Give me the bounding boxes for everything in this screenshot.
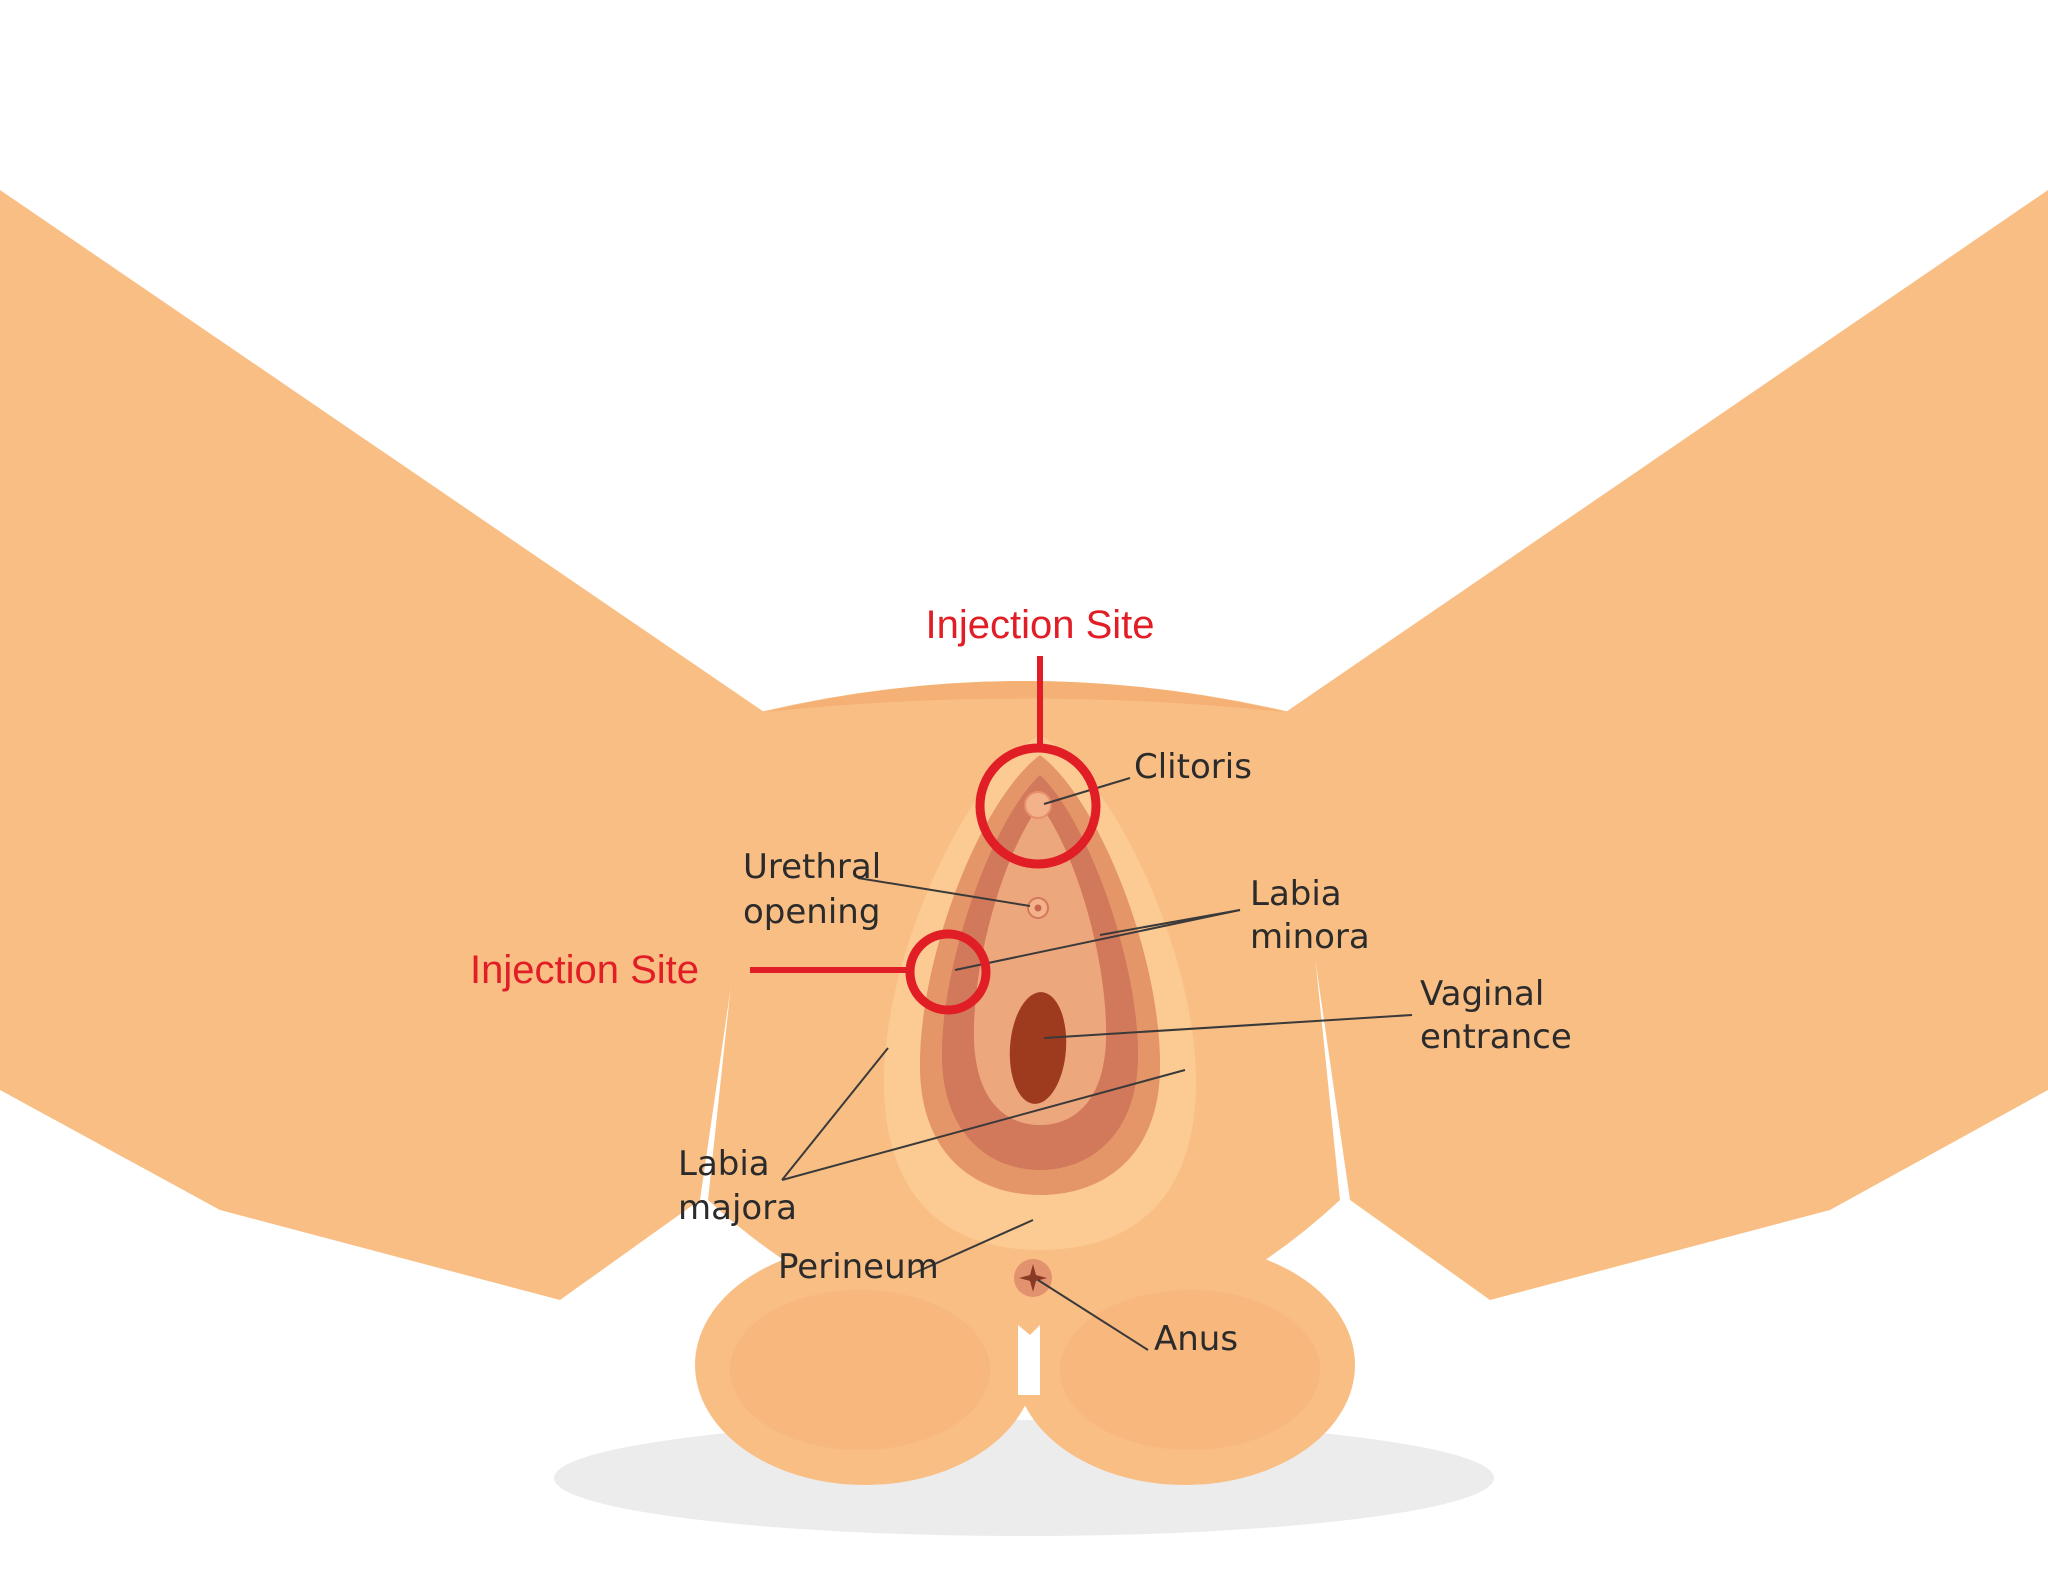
leader-urethral	[857, 877, 1031, 907]
label-vaginal-2: entrance	[1420, 1017, 1572, 1057]
vestibule-shape	[973, 805, 1107, 1125]
injection-site-label-top: Injection Site	[925, 603, 1154, 647]
mons-shade	[765, 681, 1285, 712]
leader-perineum	[909, 1219, 1034, 1276]
injection-left-circle	[905, 929, 991, 1015]
injection-site-label-left: Injection Site	[470, 948, 699, 992]
right-buttock	[1015, 1245, 1355, 1485]
label-labia-minora-2: minora	[1250, 917, 1370, 957]
label-labia-majora-1: Labia	[678, 1144, 770, 1184]
leader-labia-minora-a	[954, 909, 1241, 971]
leader-labia-majora-b	[781, 1069, 1186, 1181]
urethral-dot	[1034, 904, 1042, 912]
leader-vaginal	[1043, 1014, 1413, 1039]
right-thigh	[1280, 190, 2048, 1300]
label-perineum: Perineum	[778, 1247, 939, 1287]
leader-anus	[1037, 1279, 1149, 1351]
left-buttock	[695, 1245, 1035, 1485]
leader-clitoris	[1043, 777, 1131, 805]
left-buttock-shade	[730, 1290, 990, 1450]
label-labia-minora-1: Labia	[1250, 874, 1342, 914]
label-urethral-1: Urethral	[743, 847, 881, 887]
gluteal-cleft	[1018, 1325, 1040, 1395]
vaginal-opening	[1009, 992, 1067, 1104]
label-urethral-2: opening	[743, 892, 880, 932]
injection-top-circle	[975, 743, 1101, 869]
clitoris	[1024, 791, 1052, 819]
left-thigh	[0, 190, 770, 1300]
label-labia-majora-2: majora	[678, 1188, 797, 1228]
leader-labia-minora-b	[1099, 909, 1241, 936]
label-anus: Anus	[1154, 1319, 1238, 1359]
leader-labia-majora-a	[781, 1047, 889, 1181]
label-vaginal-1: Vaginal	[1420, 974, 1544, 1014]
label-clitoris: Clitoris	[1134, 747, 1252, 787]
anus-star	[1019, 1264, 1047, 1292]
ground-shadow	[554, 1420, 1494, 1536]
right-buttock-shade	[1060, 1290, 1320, 1450]
